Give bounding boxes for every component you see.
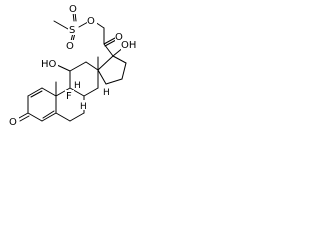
molecule-structure: S O O O O OH HO F H H H O (9, 3, 139, 128)
atom-f-c9: F (66, 91, 72, 102)
bond-c20-o-2 (104, 39, 117, 47)
bond-c3-c4 (27, 112, 43, 122)
bond-ch3-s (53, 20, 69, 30)
atom-s-sulfonyl: S (69, 25, 75, 36)
atom-h-c9: H (74, 81, 81, 91)
atom-oh-c17: OH (121, 40, 136, 51)
bond-c10-c1 (41, 87, 57, 97)
ring-b (55, 81, 85, 122)
bond-c13-c12 (85, 61, 99, 71)
label-bg-o-ketone (115, 31, 125, 42)
atom-o-ketone: O (115, 32, 123, 43)
label-bg-h-c14 (102, 86, 111, 96)
label-bg-o-top (69, 3, 79, 14)
label-bg-h-c8 (79, 100, 88, 110)
bond-c12-c11 (69, 61, 87, 72)
molecule-canvas: S O O O O OH HO F H H H O (0, 0, 161, 155)
bond-c1-c2 (27, 87, 43, 97)
label-bg-s (68, 23, 78, 35)
bond-c9-c10 (55, 87, 71, 97)
bond-c15-c14 (105, 78, 123, 85)
atom-o-c3: O (9, 117, 17, 128)
label-bg-oh-c11 (41, 58, 58, 69)
label-bg-o-ester (87, 14, 97, 26)
label-bg-h-c9 (74, 79, 82, 89)
atom-labels: S O O O O OH HO F H H H O (9, 3, 139, 128)
bond-c17-c16 (112, 55, 127, 64)
bond-c3-o-1 (18, 112, 29, 119)
ring-c (56, 56, 99, 97)
bond-c20-c17 (103, 43, 114, 57)
bond-c20-o-1 (103, 37, 116, 45)
bond-c16-c15 (121, 62, 127, 80)
bond-c13-c17 (97, 55, 114, 71)
bond-c4-c5 (41, 112, 57, 122)
bond-c9-c8 (69, 87, 85, 97)
atom-o-ester: O (87, 16, 95, 27)
bond-c1-c2-double (30, 90, 43, 98)
bond-c6-c7 (69, 112, 85, 122)
bond-c5-c6 (55, 112, 71, 122)
atom-h-c8: H (80, 102, 87, 112)
label-bg-o-c3 (9, 115, 19, 127)
bond-c14-c13 (97, 69, 107, 85)
atom-o-sulfonyl-top: O (69, 4, 77, 15)
atom-o-sulfonyl-bottom: O (66, 41, 74, 52)
label-bg-o-bottom (66, 40, 76, 51)
label-bg-oh-c17 (121, 39, 139, 50)
atom-h-c14: H (103, 88, 110, 98)
ring-a (18, 87, 57, 122)
label-bg-f (65, 90, 74, 101)
ring-d (97, 46, 127, 85)
bond-c4-c5-double (42, 110, 55, 119)
atom-oh-c11: HO (41, 59, 57, 70)
bond-s-o-ester (78, 21, 89, 28)
bond-c11-oh (56, 64, 71, 72)
side-chain (94, 21, 117, 57)
bond-c3-o-2 (19, 115, 30, 122)
bond-c8-c14 (83, 87, 99, 97)
